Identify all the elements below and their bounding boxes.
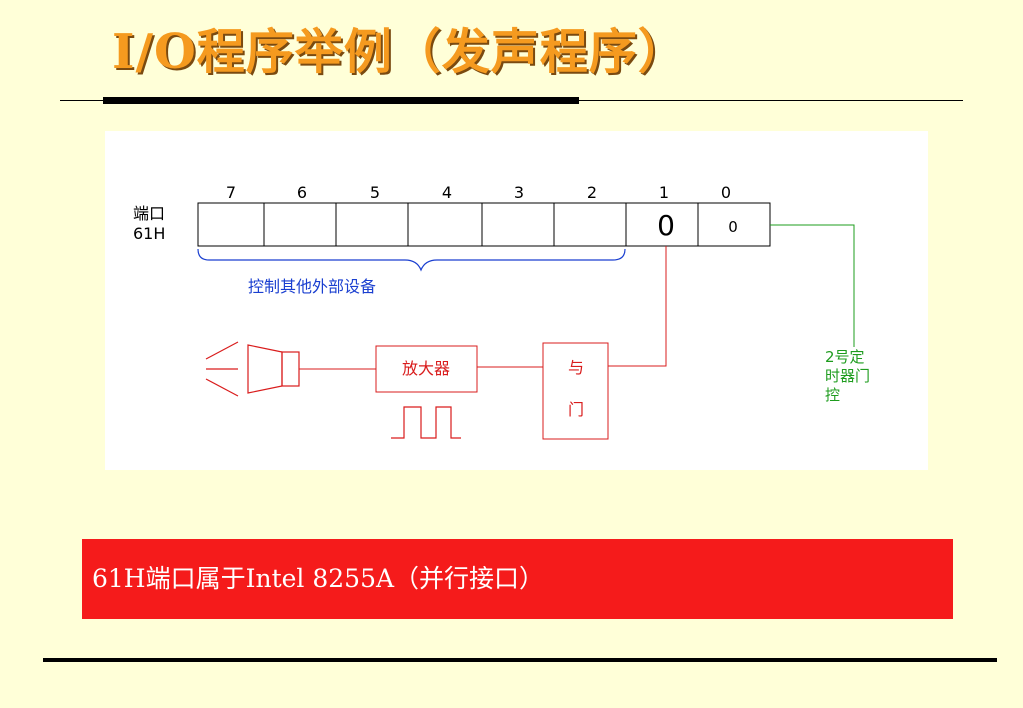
square-wave-icon — [391, 406, 461, 439]
title-underline-thick — [103, 97, 579, 104]
bit-number: 4 — [442, 183, 452, 202]
port-label-line1: 端口 — [133, 204, 165, 223]
bit-number: 5 — [370, 183, 380, 202]
bit-number: 6 — [297, 183, 307, 202]
and-gate-label-top: 与 — [568, 358, 584, 377]
timer-gate-line — [770, 224, 855, 347]
info-banner: 61H端口属于Intel 8255A（并行接口） — [82, 539, 953, 619]
port-label-line2: 61H — [133, 224, 165, 243]
bit0-value: 0 — [728, 218, 738, 236]
timer-label-line2: 时器门 — [825, 367, 870, 385]
slide-title: I/O程序举例（发声程序） — [112, 24, 687, 80]
brace-label: 控制其他外部设备 — [248, 277, 376, 296]
bit-cell-6 — [263, 202, 337, 247]
and-gate — [542, 342, 609, 440]
info-banner-text: 61H端口属于Intel 8255A（并行接口） — [92, 564, 545, 593]
bit1-to-gate-line — [608, 246, 667, 367]
bit-cell-0 — [697, 202, 771, 247]
bottom-rule — [43, 658, 997, 662]
bit-cell-3 — [481, 202, 555, 247]
bit-cell-4 — [407, 202, 483, 247]
bit-number-row: 7 6 5 4 3 2 1 0 — [226, 183, 731, 202]
and-gate-label-bottom: 门 — [568, 400, 584, 419]
bit-cell-7 — [197, 202, 265, 247]
bit1-value: 0 — [657, 209, 675, 242]
timer-label-line1: 2号定 — [825, 348, 865, 366]
bit-number: 2 — [587, 183, 597, 202]
brace-bits-7-2 — [197, 248, 626, 272]
bit-number: 3 — [514, 183, 524, 202]
amplifier-label: 放大器 — [402, 359, 450, 378]
bit-cell-1 — [625, 202, 699, 247]
bit-number: 0 — [721, 183, 731, 202]
bit-number: 7 — [226, 183, 236, 202]
diagram-panel: 端口 61H 7 6 5 4 3 2 1 0 0 0 控制其他外部设备 — [105, 131, 928, 470]
port-diagram: 端口 61H 7 6 5 4 3 2 1 0 0 0 控制其他外部设备 — [133, 183, 870, 440]
timer-label-line3: 控 — [825, 386, 840, 404]
bit-number: 1 — [659, 183, 669, 202]
register-61h — [197, 202, 771, 247]
bit-cell-2 — [553, 202, 627, 247]
bit-cell-5 — [335, 202, 409, 247]
speaker-icon — [205, 341, 300, 397]
